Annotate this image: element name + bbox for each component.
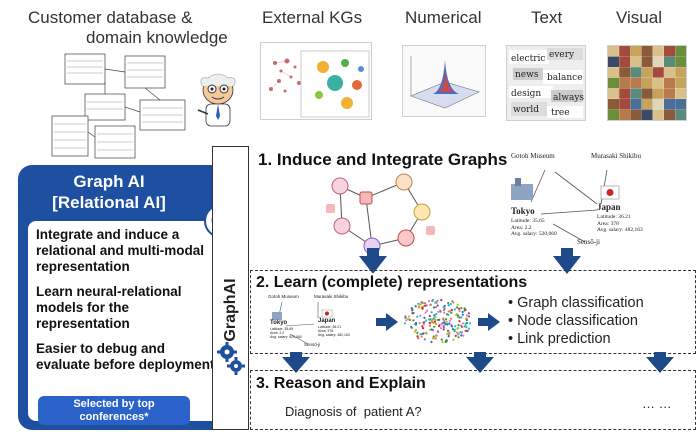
svg-text:world: world	[513, 105, 539, 115]
japan-stat: Latitude: 36.21	[597, 214, 631, 220]
svg-text:news: news	[515, 70, 539, 80]
reason-text: Diagnosis of patient A?	[285, 404, 422, 419]
graphai-sidebar	[212, 146, 249, 430]
kg-tokyo-label: Tokyo	[511, 206, 535, 216]
right-arrow-stem	[376, 318, 386, 326]
task-graph-classification: • Graph classification	[508, 295, 644, 311]
text-collage-image: electric every news balance design always w…	[506, 45, 586, 121]
svg-text:tree: tree	[551, 108, 570, 118]
svg-text:every: every	[549, 50, 575, 60]
right-arrow-stem	[478, 318, 488, 326]
database-schema-image	[51, 53, 186, 159]
down-arrow-stem	[654, 352, 666, 358]
tokyo-stat: Area: 2.2	[270, 331, 285, 335]
svg-text:electric: electric	[511, 54, 545, 64]
kg-museum-label: Gotoh Museum	[511, 152, 555, 160]
kg2-japan-label: Japan	[318, 318, 336, 324]
embedding-scatter-image	[404, 298, 472, 344]
right-arrow	[386, 313, 398, 331]
japan-stat: Avg. salary: 482,163	[318, 333, 350, 337]
patient-graph-image	[326, 173, 435, 255]
step3-box	[250, 370, 696, 430]
task-link-prediction: • Link prediction	[508, 331, 611, 347]
kg2-museum-label: Gotoh Museum	[268, 294, 299, 299]
japan-stat: Area: 378	[318, 329, 334, 333]
professor-cartoon-icon	[197, 73, 236, 127]
kg2-tokyo-stats: Latitude: 35.65 Area: 2.2 Avg. salary: 5…	[270, 327, 302, 339]
ellipsis-text: … …	[642, 396, 672, 411]
panel-title: Graph AI [Relational AI]	[18, 171, 200, 213]
bullet-learn: Learn neural-relational models for the r…	[36, 284, 182, 331]
header-visual: Visual	[616, 8, 662, 27]
bullet-debug: Easier to debug and evaluate before depl…	[36, 341, 215, 372]
kg2-tokyo-label: Tokyo	[270, 320, 288, 326]
down-arrow	[282, 357, 310, 373]
header-numerical: Numerical	[405, 8, 482, 27]
panel-body: Integrate and induce a relational and mu…	[28, 221, 224, 421]
down-arrow-stem	[367, 248, 379, 257]
panel-title-line1: Graph AI	[73, 172, 145, 191]
panel-title-line2: [Relational AI]	[52, 193, 166, 212]
japan-stat: Area: 378	[597, 220, 619, 227]
down-arrow-stem	[561, 248, 573, 257]
graphai-label-text: GraphAI	[221, 278, 239, 342]
bullet-integrate: Integrate and induce a relational and mu…	[36, 227, 205, 274]
down-arrow	[646, 357, 674, 373]
header-customer-db-line2: domain knowledge	[86, 28, 228, 47]
external-kg-image	[260, 42, 372, 120]
gears-icon	[217, 342, 245, 375]
japan-stat: Latitude: 36.21	[318, 325, 342, 329]
header-customer-db-line1: Customer database &	[28, 8, 193, 27]
numerical-surface-image	[402, 45, 486, 117]
svg-text:always: always	[553, 93, 584, 103]
kg-japan-stats: Latitude: 36.21 Area: 378 Avg. salary: 4…	[597, 214, 643, 234]
step3-title: 3. Reason and Explain	[256, 374, 426, 394]
tokyo-stat: Latitude: 35.65	[511, 218, 545, 224]
down-arrow	[359, 256, 387, 274]
down-arrow-stem	[290, 352, 302, 358]
kg-tokyo-stats: Latitude: 35.65 Area: 2.2 Avg. salary: 5…	[511, 218, 557, 238]
tokyo-stat: Latitude: 35.65	[270, 327, 294, 331]
tokyo-stat: Avg. salary: 520,060	[270, 335, 302, 339]
right-arrow	[488, 313, 500, 331]
task-list: • Graph classification • Node classifica…	[508, 294, 644, 348]
selected-badge: Selected by top conferences*	[38, 396, 190, 425]
step1-title: 1. Induce and Integrate Graphs	[258, 150, 508, 169]
down-arrow	[466, 357, 494, 373]
kg-senso-label: Sensō-ji	[577, 238, 600, 246]
tokyo-stat: Avg. salary: 520,060	[511, 231, 557, 237]
down-arrow	[553, 256, 581, 274]
tokyo-stat: Area: 2.2	[511, 224, 532, 231]
kg2-japan-stats: Latitude: 36.21 Area: 378 Avg. salary: 4…	[318, 325, 350, 337]
step2-title: 2. Learn (complete) representations	[256, 273, 528, 293]
tokyo-kg-step1: Gotoh Museum Murasaki Shikibu Tokyo Lati…	[505, 152, 680, 252]
svg-text:balance: balance	[547, 73, 583, 83]
graph-ai-panel: Graph AI [Relational AI] Integrate and i…	[18, 165, 234, 430]
visual-mosaic-image	[607, 45, 687, 121]
kg-murasaki-label: Murasaki Shikibu	[591, 152, 641, 160]
header-external-kgs: External KGs	[262, 8, 363, 27]
task-node-classification: • Node classification	[508, 313, 638, 329]
svg-text:design: design	[511, 89, 541, 99]
down-arrow-stem	[474, 352, 486, 358]
kg2-senso-label: Sensō-ji	[304, 342, 321, 347]
step2-box	[250, 270, 696, 354]
japan-stat: Avg. salary: 482,163	[597, 227, 643, 233]
kg-japan-label: Japan	[597, 202, 621, 212]
tokyo-kg-step2: Gotoh Museum Murasaki Shikibu Tokyo Lati…	[268, 294, 360, 350]
graphai-vertical-label: GraphAI	[214, 270, 247, 350]
kg2-murasaki-label: Murasaki Shikibu	[314, 294, 349, 299]
header-text: Text	[531, 8, 563, 27]
